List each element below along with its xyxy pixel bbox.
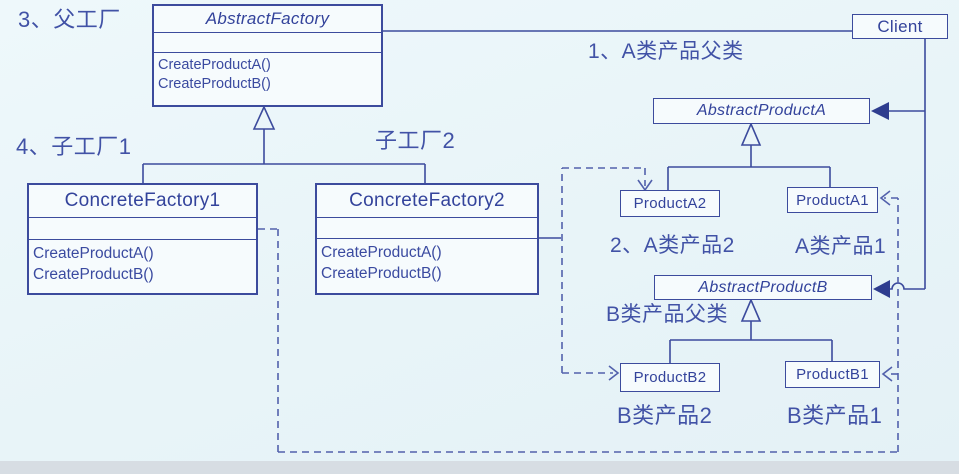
concrete-factory-1-dependency-path (258, 197, 899, 453)
filled-arrow-into-abstract-product-b (873, 280, 890, 298)
class-abstract-product-a: AbstractProductA (653, 98, 870, 124)
label-parent-factory: 3、父工厂 (18, 7, 121, 32)
arrowhead-into-product-a1 (879, 190, 891, 206)
class-title: Client (877, 16, 923, 36)
class-abstract-product-b: AbstractProductB (654, 275, 872, 300)
label-sub-factory-2: 子工厂2 (375, 128, 456, 153)
class-title: ProductA2 (633, 195, 707, 212)
class-title: ConcreteFactory2 (317, 185, 537, 218)
class-title: AbstractProductA (696, 102, 827, 119)
method-create-product-b: CreateProductB() (321, 265, 442, 282)
factory-inheritance-lines (142, 129, 426, 183)
method-create-product-b: CreateProductB() (33, 266, 154, 283)
class-concrete-factory-1: ConcreteFactory1 CreateProductA() Create… (27, 183, 258, 295)
label-product-a2: 2、A类产品2 (610, 234, 735, 257)
label-product-b-parent: B类产品父类 (606, 303, 729, 326)
label-product-b1: B类产品1 (787, 403, 883, 428)
class-product-b2: ProductB2 (620, 363, 720, 392)
method-create-product-a: CreateProductA() (321, 244, 442, 261)
class-title: ProductB1 (796, 366, 869, 383)
class-attributes-compartment (29, 218, 256, 240)
class-title: ProductA1 (796, 191, 869, 209)
class-attributes-compartment (154, 33, 381, 53)
label-sub-factory-1: 4、子工厂1 (16, 134, 132, 159)
class-methods-compartment: CreateProductA() CreateProductB() (154, 53, 381, 105)
class-title: AbstractProductB (698, 278, 828, 296)
product-b-inheritance-lines (669, 321, 833, 363)
class-product-a2: ProductA2 (620, 190, 720, 217)
concrete-factory-2-dependency-path (561, 167, 646, 374)
inheritance-triangle-abstract-product-a (740, 121, 762, 146)
class-abstract-factory: AbstractFactory CreateProductA() CreateP… (152, 4, 383, 107)
filled-arrow-into-abstract-product-a (871, 102, 889, 120)
method-create-product-b: CreateProductB() (158, 76, 271, 92)
bottom-bar (0, 461, 959, 474)
class-title: AbstractFactory (154, 6, 381, 33)
class-client: Client (852, 14, 948, 39)
product-a-inheritance-lines (667, 145, 831, 190)
method-create-product-a: CreateProductA() (158, 57, 271, 73)
arrowhead-into-product-b1 (881, 366, 893, 382)
method-create-product-a: CreateProductA() (33, 245, 154, 262)
label-product-a-parent: 1、A类产品父类 (588, 40, 744, 63)
class-concrete-factory-2: ConcreteFactory2 CreateProductA() Create… (315, 183, 539, 295)
class-methods-compartment: CreateProductA() CreateProductB() (317, 239, 537, 293)
class-methods-compartment: CreateProductA() CreateProductB() (29, 240, 256, 293)
inheritance-triangle-abstract-product-b (740, 297, 762, 322)
label-product-b2: B类产品2 (617, 403, 713, 428)
class-title: ConcreteFactory1 (29, 185, 256, 218)
class-product-b1: ProductB1 (785, 361, 880, 388)
class-product-a1: ProductA1 (787, 187, 878, 213)
label-product-a1: A类产品1 (795, 235, 887, 258)
client-association-lines (383, 30, 926, 290)
class-attributes-compartment (317, 218, 537, 239)
class-title: ProductB2 (633, 369, 707, 386)
inheritance-triangle-abstract-factory (252, 105, 276, 130)
arrowhead-into-product-b2 (608, 365, 620, 381)
